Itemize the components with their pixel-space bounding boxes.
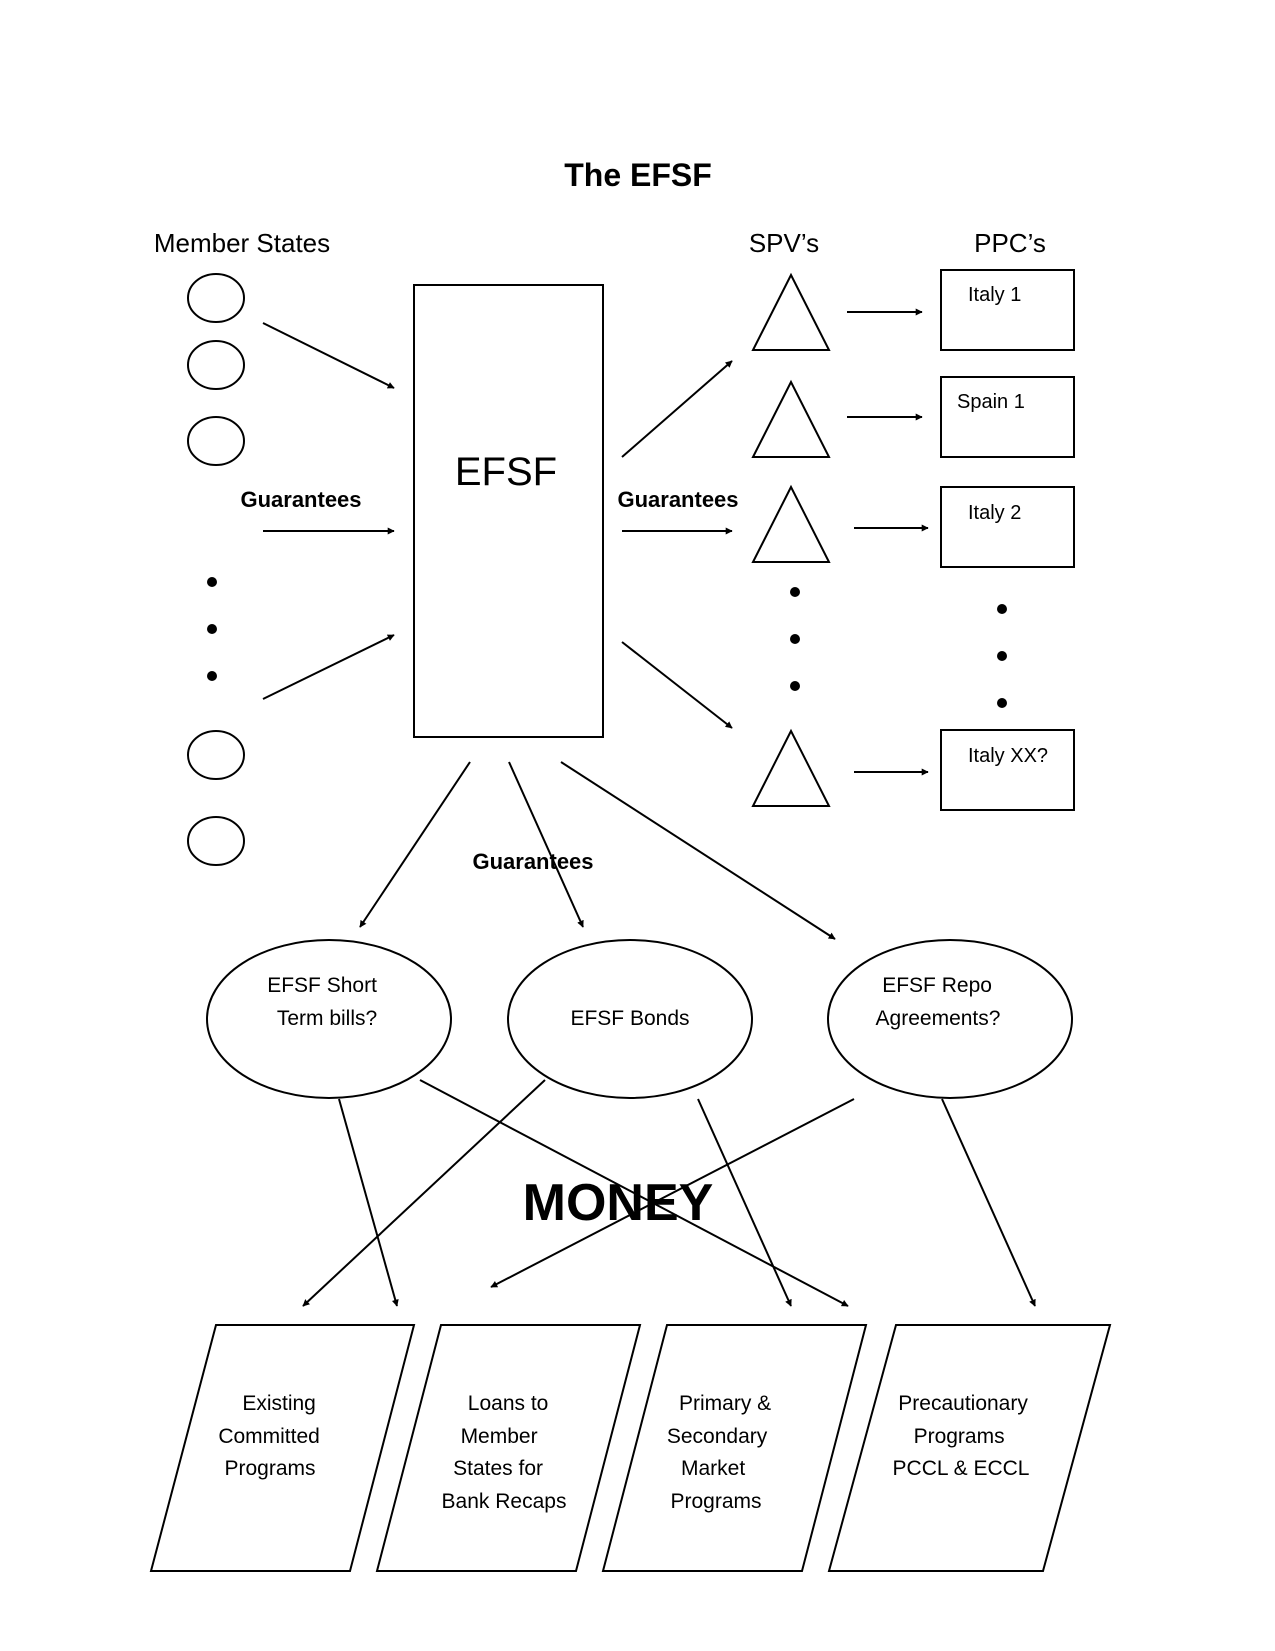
money-arrow — [490, 1098, 855, 1288]
spv-triangle — [751, 272, 831, 351]
ppc-box-label: Spain 1 — [957, 391, 1025, 413]
ellipsis-dot — [997, 604, 1007, 614]
guarantees-label-left: Guarantees — [240, 487, 361, 512]
program-label: Primary & Secondary Market Programs — [667, 1392, 777, 1513]
guarantee-arrow — [508, 761, 584, 928]
money-arrow — [419, 1079, 849, 1307]
money-arrow — [302, 1079, 546, 1307]
ppc-box — [940, 486, 1075, 568]
guarantee-arrow — [359, 761, 471, 928]
instrument-label: EFSF Short Term bills? — [267, 974, 383, 1030]
money-arrow — [941, 1098, 1036, 1307]
ppc-box — [940, 376, 1075, 458]
ppcs-header: PPC’s — [974, 228, 1046, 258]
instrument-label: EFSF Bonds — [570, 1007, 689, 1030]
money-arrow — [338, 1098, 399, 1307]
ellipsis-dot — [997, 698, 1007, 708]
instrument-ellipse-short-term-bills — [206, 939, 452, 1099]
money-arrow — [697, 1098, 792, 1307]
program-box-bank-recaps — [375, 1324, 642, 1572]
ellipsis-dot — [997, 651, 1007, 661]
program-box-market — [601, 1324, 868, 1572]
member-state-circle — [187, 273, 245, 323]
guarantee-arrow — [621, 641, 733, 729]
guarantee-arrow — [262, 322, 395, 389]
ellipsis-dot — [790, 587, 800, 597]
ellipsis-dot — [790, 634, 800, 644]
program-label: Existing Committed Programs — [218, 1392, 325, 1480]
program-box-precautionary — [827, 1324, 1112, 1572]
ppc-box-label: Italy 2 — [968, 502, 1021, 524]
spv-triangle — [751, 484, 831, 563]
diagram-title: The EFSF — [564, 157, 712, 193]
ppc-box-label: Italy XX? — [968, 745, 1048, 767]
ppc-box-label: Italy 1 — [968, 284, 1021, 306]
guarantee-arrow — [560, 761, 836, 940]
efsf-label: EFSF — [455, 450, 557, 494]
program-label: Precautionary Programs PCCL & ECCL — [893, 1392, 1034, 1480]
guarantee-arrow — [621, 360, 733, 458]
ellipsis-dot — [207, 624, 217, 634]
program-label: Loans to Member States for Bank Recaps — [442, 1392, 567, 1513]
instrument-ellipse-repo-agreements — [827, 939, 1073, 1099]
ellipsis-dot — [207, 671, 217, 681]
guarantee-arrow — [262, 634, 395, 700]
instrument-label: EFSF Repo Agreements? — [876, 974, 1001, 1030]
member-state-circle — [187, 816, 245, 866]
spvs-header: SPV’s — [749, 228, 819, 258]
efsf-box — [413, 284, 604, 738]
guarantees-label-bottom: Guarantees — [472, 849, 593, 874]
money-label: MONEY — [523, 1174, 714, 1232]
spv-triangle — [751, 379, 831, 458]
member-state-circle — [187, 730, 245, 780]
ellipsis-dot — [207, 577, 217, 587]
ppc-box — [940, 729, 1075, 811]
spv-triangle — [751, 728, 831, 807]
program-box-existing-committed — [149, 1324, 416, 1572]
instrument-ellipse-bonds — [507, 939, 753, 1099]
member-state-circle — [187, 340, 245, 390]
member-states-header: Member States — [154, 228, 330, 258]
member-state-circle — [187, 416, 245, 466]
guarantees-label-right: Guarantees — [617, 487, 738, 512]
ellipsis-dot — [790, 681, 800, 691]
ppc-box — [940, 269, 1075, 351]
